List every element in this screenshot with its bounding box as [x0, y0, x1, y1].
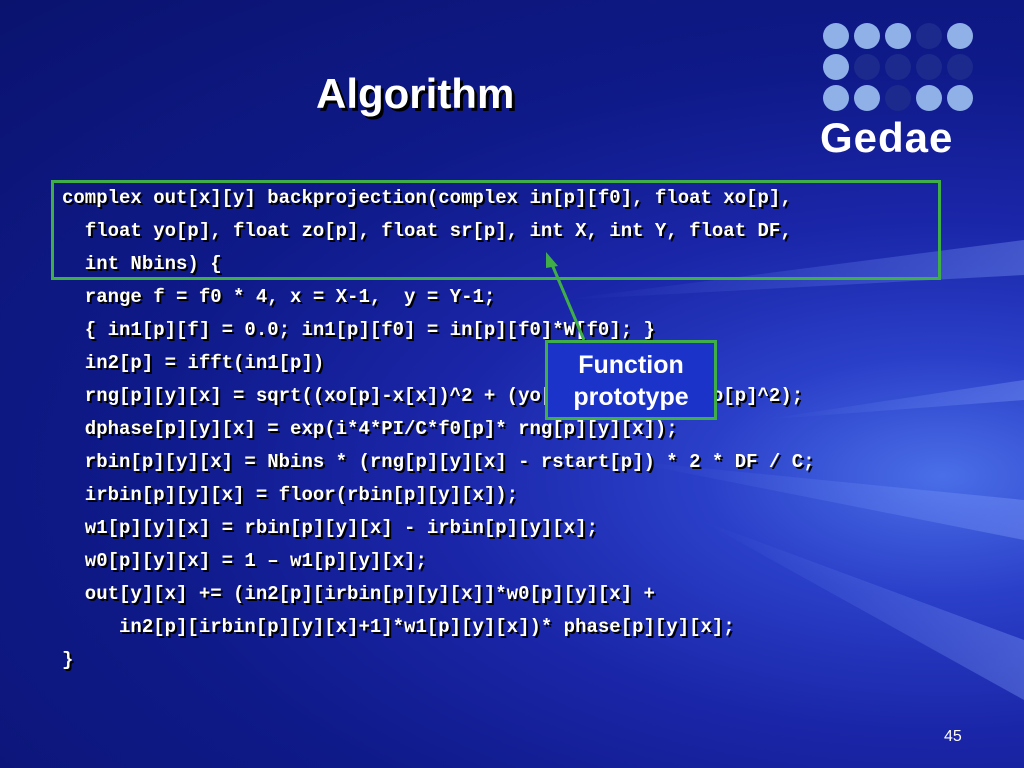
logo-dot: [823, 23, 849, 49]
code-line: }: [62, 649, 74, 671]
logo-dot: [885, 23, 911, 49]
gedae-logo: Gedae: [816, 22, 976, 162]
code-line: { in1[p][f] = 0.0; in1[p][f0] = in[p][f0…: [62, 319, 655, 341]
code-line: w0[p][y][x] = 1 – w1[p][y][x];: [62, 550, 427, 572]
code-line: rbin[p][y][x] = Nbins * (rng[p][y][x] - …: [62, 451, 815, 473]
logo-dot: [916, 54, 942, 80]
logo-text: Gedae: [820, 114, 954, 161]
code-line: float yo[p], float zo[p], float sr[p], i…: [62, 220, 792, 242]
logo-dot: [854, 54, 880, 80]
prototype-highlight-box: [51, 180, 941, 280]
code-block: complex out[x][y] backprojection(complex…: [62, 182, 815, 677]
logo-dot: [916, 23, 942, 49]
logo-dot: [854, 85, 880, 111]
page-number: 45: [944, 728, 962, 745]
code-line: in2[p] = ifft(in1[p]): [62, 352, 325, 374]
code-line: in2[p][irbin[p][y][x]+1]*w1[p][y][x])* p…: [62, 616, 735, 638]
logo-dot: [885, 54, 911, 80]
code-line: int Nbins) {: [62, 253, 222, 275]
logo-dot: [885, 85, 911, 111]
slide-title: Algorithm: [316, 70, 515, 117]
code-line: complex out[x][y] backprojection(complex…: [62, 187, 792, 209]
logo-dot: [947, 85, 973, 111]
logo-dot: [854, 23, 880, 49]
callout-line-1: Function: [578, 351, 684, 379]
code-line: w1[p][y][x] = rbin[p][y][x] - irbin[p][y…: [62, 517, 598, 539]
code-line: out[y][x] += (in2[p][irbin[p][y][x]]*w0[…: [62, 583, 655, 605]
logo-dot: [947, 54, 973, 80]
code-line: irbin[p][y][x] = floor(rbin[p][y][x]);: [62, 484, 519, 506]
function-prototype-callout: Function prototype: [545, 340, 717, 420]
callout-line-2: prototype: [573, 383, 689, 411]
logo-dot: [823, 54, 849, 80]
logo-dot: [947, 23, 973, 49]
code-line: dphase[p][y][x] = exp(i*4*PI/C*f0[p]* rn…: [62, 418, 678, 440]
logo-dot: [916, 85, 942, 111]
logo-dot-grid: [823, 23, 973, 111]
code-line: range f = f0 * 4, x = X-1, y = Y-1;: [62, 286, 496, 308]
logo-dot: [823, 85, 849, 111]
